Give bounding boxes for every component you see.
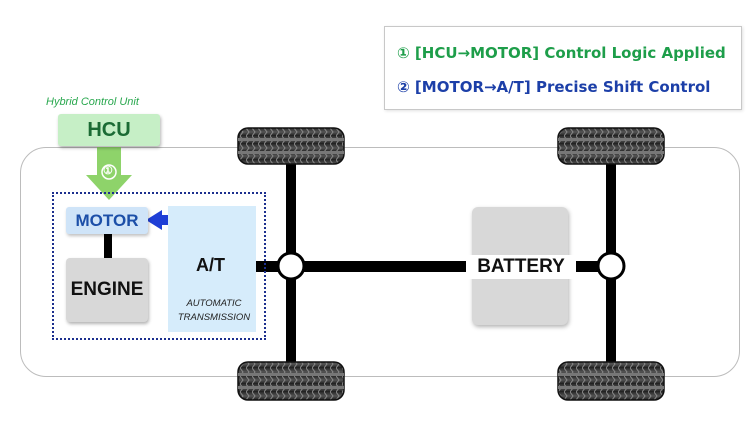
transmission-label: A/T [196, 255, 225, 275]
engine-label: ENGINE [70, 279, 144, 300]
powertrain-group-outline [52, 192, 266, 340]
axle-joint-icon [596, 251, 626, 281]
legend-item-shift-control: ② [MOTOR→A/T] Precise Shift Control [397, 78, 711, 96]
motor-engine-link [104, 234, 112, 258]
motor-label: MOTOR [75, 210, 139, 230]
tire-icon [237, 361, 345, 401]
tire-icon [237, 127, 345, 165]
tire-icon [557, 127, 665, 165]
arrow-marker-1: ① [103, 165, 113, 177]
hcu-caption: Hybrid Control Unit [46, 96, 139, 108]
hcu-box: HCU [58, 114, 160, 146]
battery-label: BATTERY [466, 255, 576, 279]
transmission-caption-line2: TRANSMISSION [177, 312, 251, 323]
transmission-caption-line1: AUTOMATIC [186, 298, 242, 309]
transmission-caption: AUTOMATIC TRANSMISSION [168, 297, 260, 325]
tire-icon [557, 361, 665, 401]
legend-item-control-logic: ① [HCU→MOTOR] Control Logic Applied [397, 44, 726, 62]
axle-joint-icon [276, 251, 306, 281]
hcu-to-motor-arrow [86, 147, 132, 200]
drive-shaft [256, 261, 616, 272]
legend-box: ① [HCU→MOTOR] Control Logic Applied ② [M… [384, 26, 742, 110]
motor-box: MOTOR [66, 207, 148, 234]
engine-box: ENGINE [66, 258, 148, 322]
transmission-box [168, 206, 256, 332]
hcu-label: HCU [87, 118, 131, 141]
